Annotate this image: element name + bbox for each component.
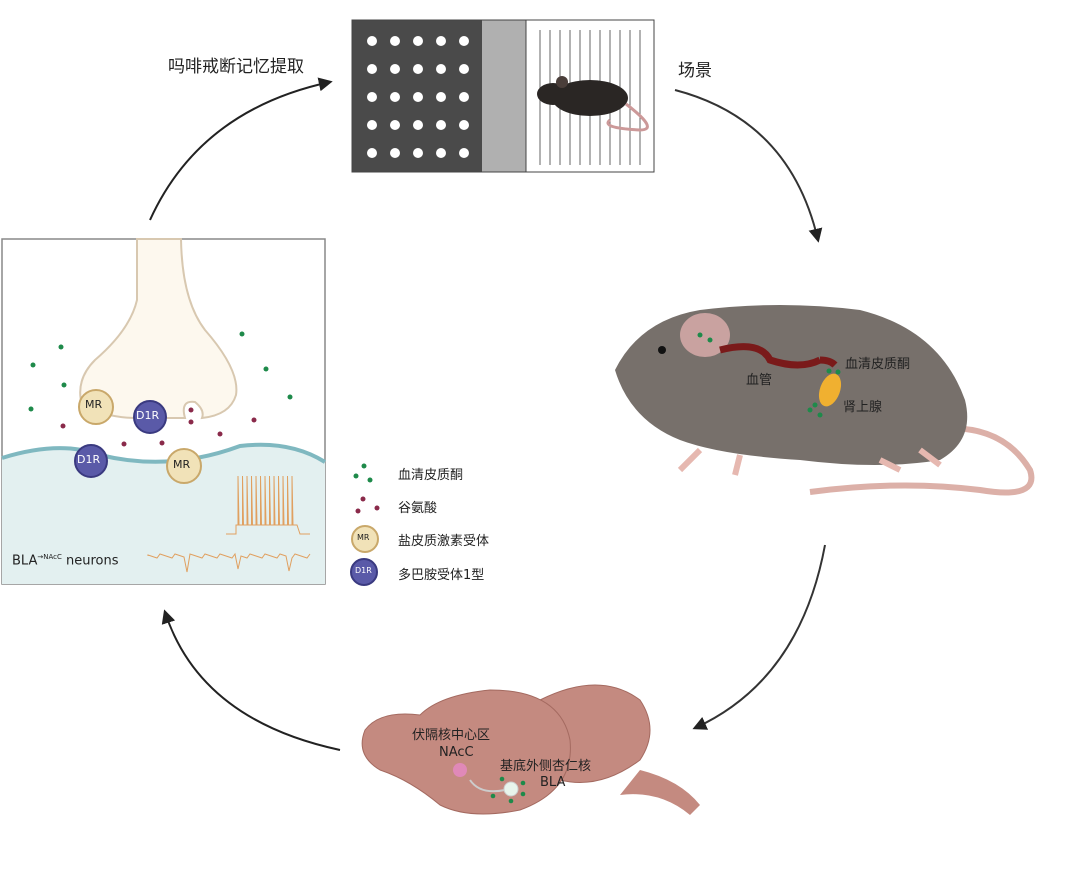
pattern-dot	[459, 148, 469, 158]
receptor-d1r	[74, 444, 108, 478]
pattern-dot	[436, 92, 446, 102]
pattern-dot	[390, 36, 400, 46]
pattern-dot	[413, 36, 423, 46]
neurons-label: BLA→NAcC neurons	[12, 553, 119, 568]
glutamate-dot	[60, 423, 66, 429]
mouse-illustration	[615, 305, 1035, 496]
blood-vessel-label: 血管	[746, 373, 773, 388]
bla-marker	[503, 781, 519, 797]
presynaptic-terminal	[79, 238, 238, 420]
glutamate-dot	[159, 440, 165, 446]
corticosterone-dot	[58, 344, 64, 350]
pattern-dot	[390, 92, 400, 102]
corticosterone-label: 血清皮质酮	[845, 357, 911, 372]
neurons-sup: →NAcC	[37, 553, 62, 561]
corticosterone-dot	[287, 394, 293, 400]
corticosterone-dot	[263, 366, 269, 372]
receptor-mr-label: MR	[85, 398, 103, 411]
pattern-dot	[413, 148, 423, 158]
pattern-dot	[390, 64, 400, 74]
legend-label: 谷氨酸	[398, 501, 438, 516]
pattern-dot	[390, 148, 400, 158]
glutamate-dot	[188, 419, 194, 425]
glutamate-dot	[188, 407, 194, 413]
legend-label: 血清皮质酮	[398, 468, 464, 483]
nacc-marker	[453, 763, 467, 777]
arrow-to-synapse	[161, 609, 341, 751]
pattern-dot	[390, 120, 400, 130]
legend-label: 盐皮质激素受体	[398, 534, 490, 549]
glutamate-dot	[217, 431, 223, 437]
mouse-small-icon	[537, 76, 649, 132]
memory-retrieval-label: 吗啡戒断记忆提取	[168, 57, 304, 77]
nacc-cn-label: 伏隔核中心区	[412, 728, 491, 743]
corticosterone-dot	[28, 406, 34, 412]
pattern-dot	[436, 36, 446, 46]
brain-illustration	[361, 684, 700, 815]
corticosterone-dot	[239, 331, 245, 337]
legend-d1r-icon-label: D1R	[355, 566, 372, 575]
corticosterone-dot	[30, 362, 36, 368]
neurons-main: BLA	[12, 553, 38, 569]
pattern-dot	[413, 92, 423, 102]
pattern-dot	[413, 120, 423, 130]
context-box	[351, 19, 655, 173]
receptor-d1r-label: D1R	[77, 453, 101, 466]
receptor-mr-label: MR	[173, 458, 191, 471]
pattern-dot	[367, 120, 377, 130]
pattern-dot	[459, 92, 469, 102]
receptor-d1r-label: D1R	[136, 409, 160, 422]
pattern-dot	[367, 36, 377, 46]
legend-mr-icon-label: MR	[357, 533, 370, 542]
spontaneous-trace	[147, 552, 311, 573]
synapse-panel	[1, 238, 327, 585]
pattern-dot	[459, 36, 469, 46]
receptor-d1r	[133, 400, 167, 434]
corticosterone-dot	[61, 382, 67, 388]
legend-label: 多巴胺受体1型	[398, 568, 485, 583]
arrow-to-context	[149, 77, 333, 221]
arrow-to-mouse	[674, 89, 823, 243]
receptor-mr	[78, 389, 114, 425]
pattern-dot	[436, 120, 446, 130]
pattern-dot	[436, 148, 446, 158]
pattern-dot	[413, 64, 423, 74]
arrow-to-brain	[692, 544, 826, 730]
pattern-dot	[436, 64, 446, 74]
bla-cn-label: 基底外侧杏仁核	[500, 759, 592, 774]
pattern-dot	[367, 148, 377, 158]
bla-label: BLA	[540, 775, 566, 790]
context-label: 场景	[678, 61, 712, 81]
pattern-dot	[459, 120, 469, 130]
glutamate-dot	[121, 441, 127, 447]
pattern-dot	[459, 64, 469, 74]
pattern-dot	[367, 64, 377, 74]
pattern-dot	[367, 92, 377, 102]
adrenal-label: 肾上腺	[843, 400, 883, 415]
nacc-label: NAcC	[439, 745, 474, 760]
glutamate-dot	[251, 417, 257, 423]
receptor-mr	[166, 448, 202, 484]
neurons-suffix: neurons	[61, 553, 119, 569]
spike-trace	[226, 475, 310, 535]
legend-markers	[350, 463, 380, 586]
